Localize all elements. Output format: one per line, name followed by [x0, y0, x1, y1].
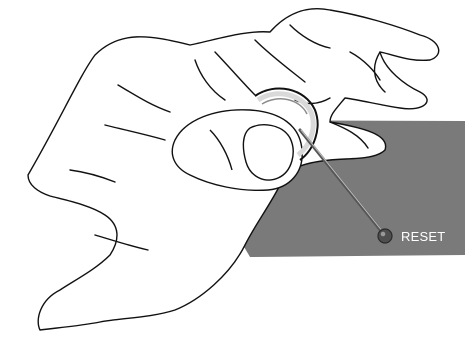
- reset-label: RESET: [401, 229, 445, 245]
- reset-hole-icon: [378, 229, 392, 243]
